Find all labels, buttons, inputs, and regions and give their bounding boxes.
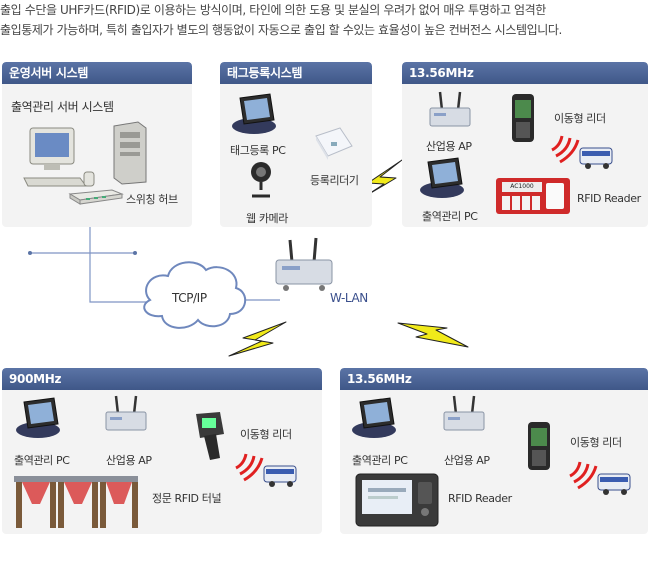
camera-label: 웹 카메라 — [246, 212, 288, 225]
touch-pc-icon — [352, 397, 396, 438]
panel-tag-registration: 태그등록시스템 태그등록 PC 웹 카메라 등록리더기 — [220, 62, 372, 227]
handheld-reader — [190, 410, 234, 462]
rfid-gate-icon — [14, 476, 138, 528]
desktop-computer-icon — [23, 127, 95, 187]
rfid-terminal-icon — [355, 473, 439, 527]
signal-icon — [235, 453, 264, 482]
web-camera — [246, 160, 276, 198]
registration-reader — [314, 126, 354, 162]
handheld-reader-icon — [196, 412, 224, 460]
panel-13-56mhz-bottom: 13.56MHz 출역관리 PC 산업용 AP 이동형 리더 — [340, 368, 648, 534]
reader-label: 등록리더기 — [310, 174, 359, 187]
panel-13-56mhz-top: 13.56MHz 산업용 AP 이동형 리더 — [402, 62, 648, 227]
branch-node-right — [133, 251, 137, 255]
mobile-reader-label: 이동형 리더 — [570, 436, 622, 449]
server-tower — [110, 120, 150, 186]
attendance-pc — [16, 396, 66, 440]
rfid-reader-device: AC1000 — [496, 178, 570, 214]
access-point-icon — [105, 395, 147, 431]
wlan-label: W-LAN — [330, 291, 368, 305]
panel-900mhz: 900MHz 출역관리 PC 산업용 AP 이동형 리더 — [2, 368, 322, 534]
panel-title: 운영서버 시스템 — [2, 62, 192, 84]
bus-with-signal — [568, 452, 632, 498]
intro-text: 출입 수단을 UHF카드(RFID)로 이용하는 방식이며, 타인에 의한 도용… — [0, 0, 650, 40]
tag-pc-label: 태그등록 PC — [230, 144, 286, 157]
reader-label: RFID Reader — [448, 492, 512, 505]
cloud-label: TCP/IP — [172, 291, 207, 305]
intro-line-2: 출입통제가 가능하며, 특히 출입자가 별도의 행동없이 자동으로 출입 할 수… — [0, 23, 562, 37]
access-point-icon — [429, 91, 471, 127]
central-access-point — [272, 236, 336, 294]
mobile-reader — [526, 420, 552, 472]
bus-with-signal — [234, 444, 298, 490]
bus-signal-icon — [551, 135, 613, 169]
touch-pc-icon — [16, 397, 60, 438]
branch-node-left — [28, 251, 32, 255]
touch-pc-icon — [232, 93, 276, 134]
rfid-tunnel — [14, 474, 138, 530]
pc-label: 출역관리 PC — [422, 210, 478, 223]
desktop-pc — [23, 126, 100, 192]
panel-title: 900MHz — [2, 368, 322, 390]
server-system-label: 출역관리 서버 시스템 — [11, 100, 114, 114]
network-switch-icon — [68, 189, 124, 205]
panel-title: 태그등록시스템 — [220, 62, 372, 84]
mobile-reader-label: 이동형 리더 — [554, 112, 606, 125]
bus-signal-icon — [235, 453, 297, 487]
ap-label: 산업용 AP — [426, 140, 472, 153]
lightning-icon — [397, 322, 469, 348]
intro-line-1: 출입 수단을 UHF카드(RFID)로 이용하는 방식이며, 타인에 의한 도용… — [0, 3, 546, 17]
rfid-terminal — [354, 472, 440, 528]
attendance-pc — [420, 156, 470, 200]
touch-pc-icon — [420, 157, 464, 198]
reader-keypad — [502, 196, 542, 210]
ap-label: 산업용 AP — [106, 454, 152, 467]
switching-hub — [68, 188, 124, 205]
hub-to-cloud-line — [89, 205, 160, 303]
panel-title: 13.56MHz — [340, 368, 648, 390]
desk-reader-icon — [315, 127, 353, 160]
pc-label: 출역관리 PC — [352, 454, 408, 467]
attendance-pc — [352, 396, 402, 440]
tunnel-label: 정문 RFID 터널 — [152, 492, 222, 505]
signal-icon — [569, 461, 598, 490]
panel-title: 13.56MHz — [402, 62, 648, 84]
access-point-icon — [275, 237, 333, 291]
panel-server-system: 운영서버 시스템 출역관리 서버 시스템 스위칭 허브 — [2, 62, 192, 227]
bus-signal-icon — [569, 461, 631, 495]
pc-label: 출역관리 PC — [14, 454, 70, 467]
mobile-reader-label: 이동형 리더 — [240, 428, 292, 441]
hub-label: 스위칭 허브 — [126, 193, 178, 206]
server-tower-icon — [113, 121, 147, 185]
industrial-ap — [102, 394, 150, 436]
webcam-icon — [251, 162, 271, 198]
reader-label: RFID Reader — [577, 192, 641, 205]
mobile-reader — [510, 92, 536, 144]
industrial-ap — [440, 394, 488, 436]
mobile-reader-icon — [512, 94, 534, 142]
tcpip-cloud — [143, 261, 246, 329]
industrial-ap — [426, 90, 474, 132]
reader-pad — [546, 183, 564, 209]
tag-pc — [232, 92, 282, 136]
reader-display: AC1000 — [502, 182, 542, 192]
mobile-reader-icon — [528, 422, 550, 470]
bus-with-signal — [550, 126, 614, 172]
ap-label: 산업용 AP — [444, 454, 490, 467]
lightning-icon — [228, 321, 287, 357]
access-point-icon — [443, 395, 485, 431]
signal-icon — [551, 135, 580, 164]
